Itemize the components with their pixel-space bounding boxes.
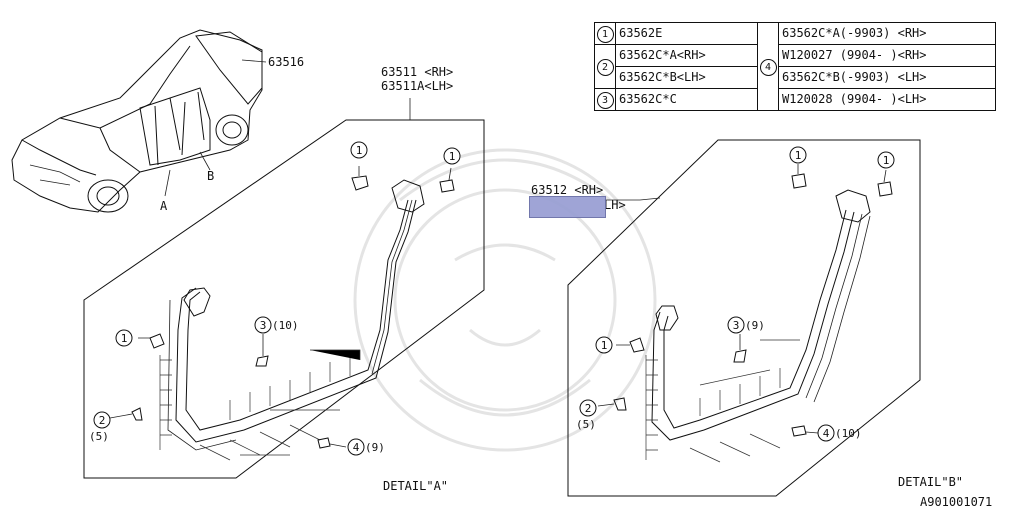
figure-code: A901001071	[920, 495, 992, 509]
ref-part-cell: 63562E	[615, 22, 758, 45]
detail-b-clips	[597, 164, 893, 437]
ref-part-cell: 63562C*B<LH>	[615, 66, 758, 89]
ref-num-1: 1	[596, 26, 614, 43]
detail-a-caption: DETAIL"A"	[383, 479, 448, 493]
detail-b-caption: DETAIL"B"	[898, 475, 963, 489]
svg-text:1: 1	[883, 154, 890, 167]
svg-text:1: 1	[121, 332, 128, 345]
ref-part-cell: W120027 (9904- )<RH>	[778, 44, 996, 67]
svg-text:(5): (5)	[576, 418, 596, 431]
svg-text:(5): (5)	[89, 430, 109, 443]
detail-a-frame	[83, 98, 485, 479]
ref-part-cell: 63562C*B(-9903) <LH>	[778, 66, 996, 89]
svg-text:(9): (9)	[365, 441, 385, 454]
callout-b-3: 3 (9)	[727, 316, 765, 334]
car-illustration	[11, 29, 267, 213]
svg-text:1: 1	[601, 339, 608, 352]
callout-a-3: 3 (10)	[254, 316, 299, 334]
parts-reference-table: 1 63562E 4 63562C*A(-9903) <RH> 2 63562C…	[594, 22, 996, 111]
callout-b-1-top-left: 1	[789, 146, 807, 164]
table-row: 3 63562C*C W120028 (9904- )<LH>	[594, 88, 996, 111]
ref-num-2: 2	[596, 59, 614, 76]
svg-text:2: 2	[585, 402, 592, 415]
svg-text:2: 2	[99, 414, 106, 427]
callout-b-4: 4 (10)	[817, 424, 862, 442]
ref-part-cell: 63562C*C	[615, 88, 758, 111]
svg-text:1: 1	[449, 150, 456, 163]
detail-a-clips	[109, 166, 455, 449]
detail-b-label-lh: LH>	[604, 198, 626, 212]
svg-text:3: 3	[733, 319, 740, 332]
svg-text:4: 4	[823, 427, 830, 440]
callout-b-1-left: 1	[595, 336, 613, 354]
watermark-emblem	[353, 148, 657, 452]
callout-b-2: 2 (5)	[576, 399, 597, 431]
svg-text:3: 3	[260, 319, 267, 332]
table-row: 2 63562C*A<RH> W120027 (9904- )<RH>	[594, 44, 996, 89]
label-car-b: B	[207, 169, 214, 183]
detail-b-frame	[567, 139, 921, 497]
table-row: 63562C*B<LH> 63562C*B(-9903) <LH>	[595, 66, 996, 89]
detail-a-label-rh: 63511 <RH>	[381, 65, 453, 79]
label-63516: 63516	[268, 55, 304, 69]
svg-text:4: 4	[353, 441, 360, 454]
detail-a-label-lh: 63511A<LH>	[381, 79, 453, 93]
svg-text:(9): (9)	[745, 319, 765, 332]
callout-a-1-left: 1	[115, 329, 133, 347]
detail-b-weatherstrip	[645, 189, 871, 463]
callout-a-1-top-left: 1	[350, 141, 368, 159]
svg-text:1: 1	[795, 149, 802, 162]
label-car-a: A	[160, 199, 168, 213]
ref-num-3: 3	[596, 92, 614, 109]
detail-b-label-rh: 63512 <RH>	[531, 183, 603, 197]
ref-part-cell: 63562C*A(-9903) <RH>	[778, 22, 996, 45]
svg-text:(10): (10)	[835, 427, 862, 440]
callout-b-1-top-right: 1	[877, 151, 895, 169]
ref-part-cell: W120028 (9904- )<LH>	[778, 88, 996, 111]
table-row: 1 63562E 4 63562C*A(-9903) <RH>	[594, 22, 996, 111]
callout-a-4: 4 (9)	[347, 438, 385, 456]
ref-part-cell: 63562C*A<RH>	[615, 44, 758, 67]
detail-a-weatherstrip	[159, 179, 425, 461]
callout-a-1-top-right: 1	[443, 147, 461, 165]
callout-a-2: 2 (5)	[89, 411, 111, 443]
ref-num-4: 4	[759, 59, 777, 76]
svg-text:(10): (10)	[272, 319, 299, 332]
part-highlight-63512[interactable]	[529, 196, 606, 218]
svg-text:1: 1	[356, 144, 363, 157]
